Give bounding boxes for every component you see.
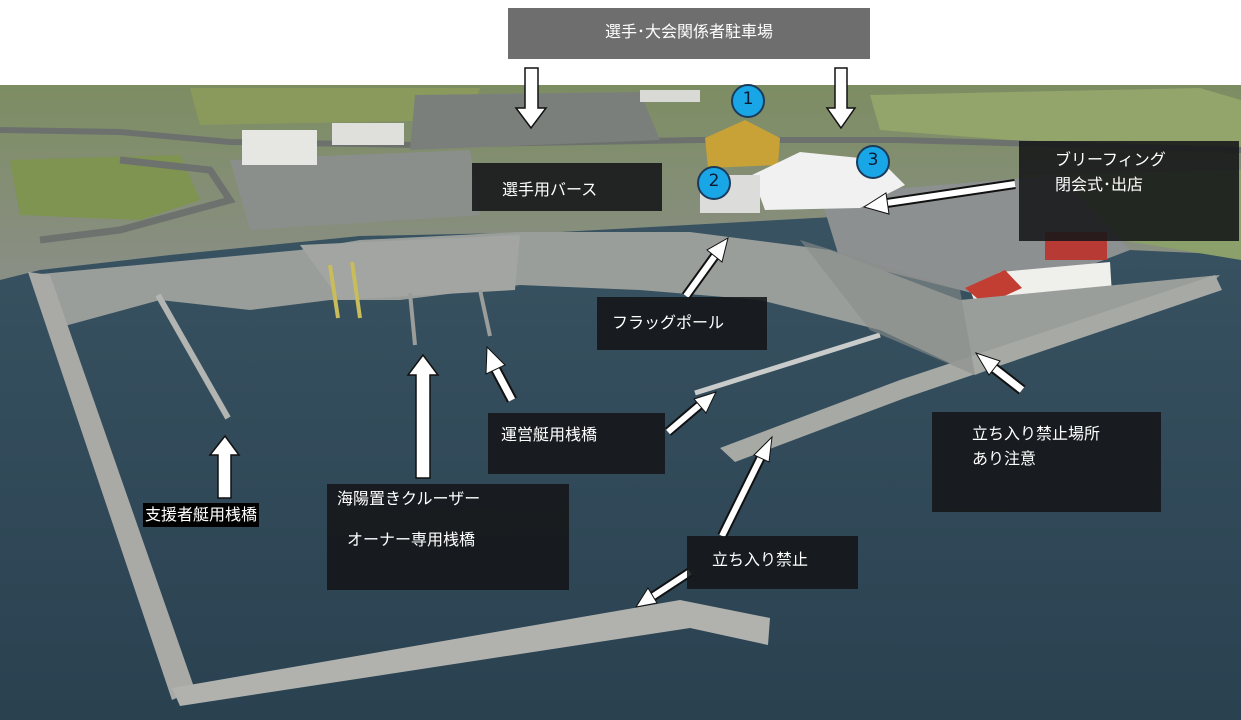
double-arrow-icon [634, 435, 773, 608]
no-entry-label: 立ち入り禁止 [687, 536, 858, 589]
arrow-left-icon [862, 179, 1016, 215]
marker-3: 3 [856, 145, 890, 179]
arrow-up-icon [485, 345, 517, 403]
marker-2: 2 [697, 166, 731, 200]
arrow-up-icon [406, 353, 440, 479]
briefing-label-line2: 閉会式･出店 [1055, 174, 1144, 194]
flagpole-label-text: フラッグポール [612, 313, 725, 332]
marker-1: 1 [731, 84, 765, 118]
bus-label-text: 選手用バース [502, 180, 598, 199]
arrow-down-icon [825, 67, 857, 130]
briefing-label: ブリーフィング 閉会式･出店 [1019, 141, 1239, 241]
flagpole-label: フラッグポール [597, 297, 767, 350]
arrow-up-right-icon [664, 391, 717, 436]
ops-pier-label-text: 運営艇用桟橋 [501, 425, 598, 444]
arrow-down-icon [514, 67, 548, 130]
parking-label: 選手･大会関係者駐車場 [508, 8, 870, 59]
ops-pier-label: 運営艇用桟橋 [488, 413, 665, 474]
bus-label: 選手用バース [472, 163, 662, 211]
supporter-pier-label: 支援者艇用桟橋 [143, 503, 260, 527]
arrow-up-left-icon [974, 352, 1026, 395]
restricted-area-label-line2: あり注意 [972, 448, 1037, 468]
restricted-area-label: 立ち入り禁止場所 あり注意 [932, 412, 1161, 512]
supporter-pier-label-text: 支援者艇用桟橋 [145, 505, 258, 524]
no-entry-label-text: 立ち入り禁止 [712, 550, 809, 569]
briefing-label-line1: ブリーフィング [1055, 150, 1166, 169]
restricted-area-label-line1: 立ち入り禁止場所 [972, 424, 1101, 443]
cruiser-pier-label-line1: 海陽置きクルーザー [337, 489, 481, 508]
arrow-up-icon [208, 434, 241, 499]
parking-label-text: 選手･大会関係者駐車場 [604, 22, 773, 41]
arrow-up-icon [681, 236, 729, 299]
cruiser-pier-label: 海陽置きクルーザー オーナー専用桟橋 [327, 484, 569, 590]
cruiser-pier-label-line2: オーナー専用桟橋 [347, 529, 476, 549]
